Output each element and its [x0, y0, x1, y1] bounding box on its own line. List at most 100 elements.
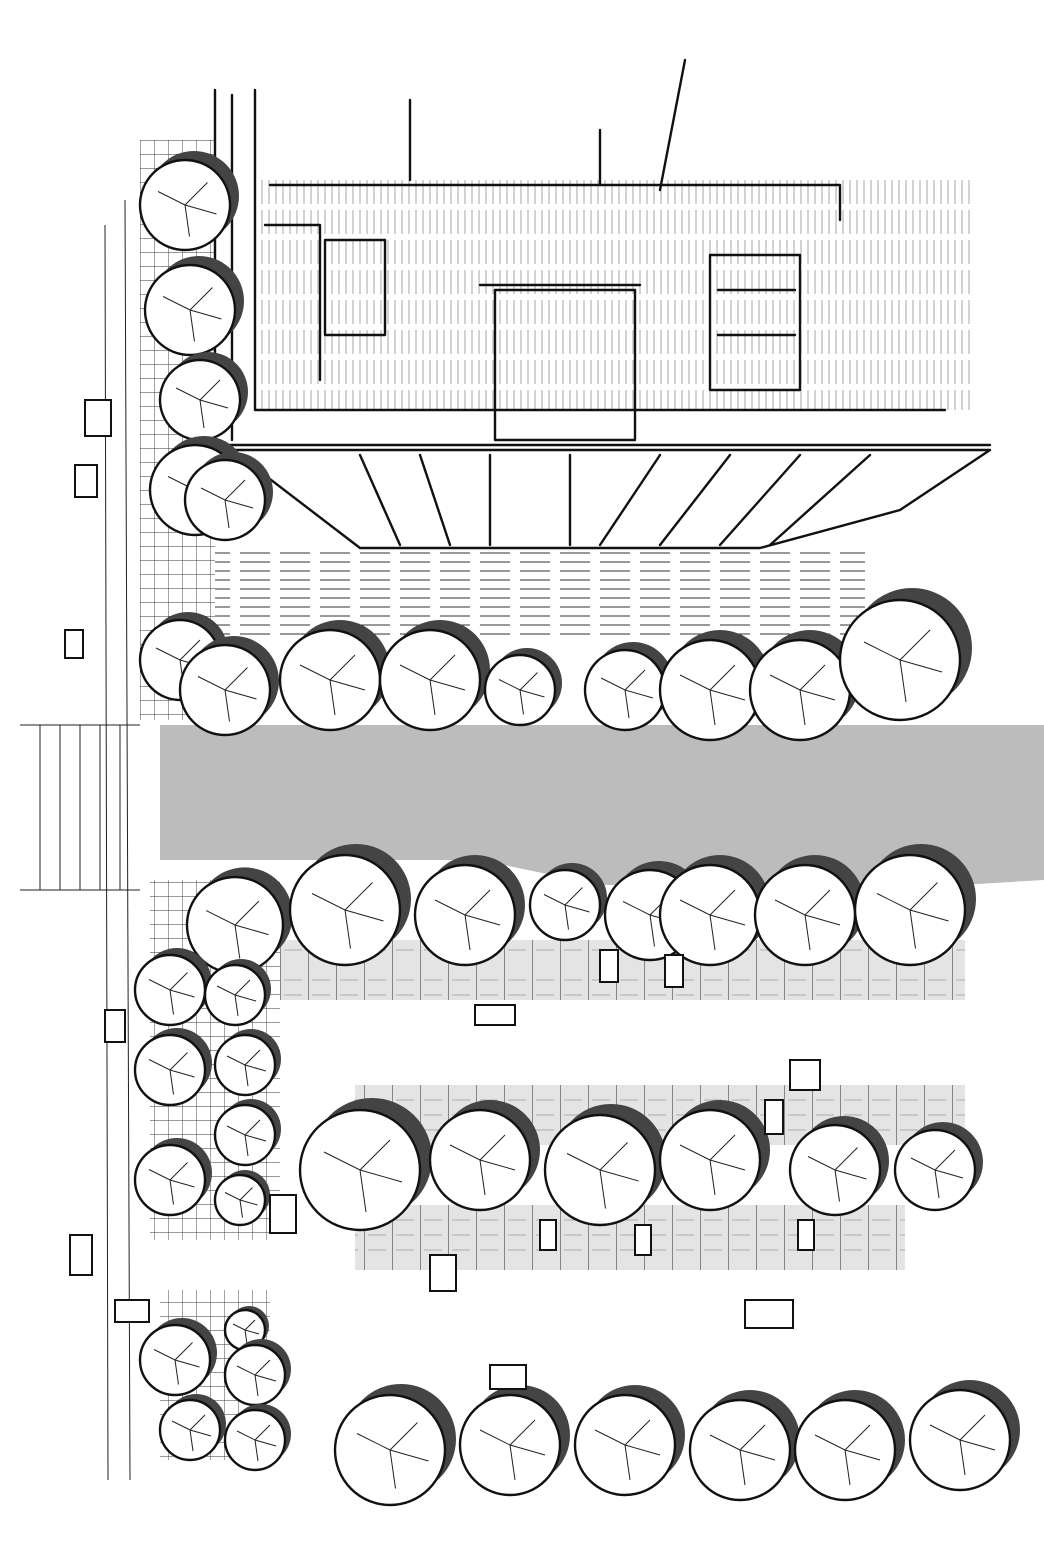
- tree-canopy: [838, 588, 972, 722]
- tree-branches: [232, 1319, 260, 1345]
- tree-branches: [236, 1424, 277, 1462]
- street-edge: [104, 199, 131, 1481]
- tree-branches: [226, 1049, 267, 1087]
- parked-car: [797, 1219, 815, 1251]
- tree-branches: [709, 1424, 776, 1486]
- tree-canopy: [178, 636, 279, 737]
- parked-car: [69, 1234, 93, 1276]
- tree-branches: [449, 1134, 516, 1196]
- parked-car: [539, 1219, 557, 1251]
- parked-car: [114, 1299, 150, 1323]
- tree-canopy: [483, 648, 562, 727]
- pergola-canopy: [230, 448, 992, 550]
- tree-branches: [434, 889, 501, 951]
- tree-canopy: [793, 1390, 905, 1502]
- tree-canopy: [458, 1385, 570, 1497]
- parked-car: [599, 949, 619, 983]
- tree-canopy: [223, 1404, 291, 1472]
- tree-branches: [323, 1139, 403, 1213]
- tree-branches: [197, 667, 257, 722]
- tree-branches: [863, 629, 943, 703]
- tree-canopy: [133, 948, 212, 1027]
- tree-canopy: [658, 855, 770, 967]
- tree-branches: [399, 654, 466, 716]
- tree-canopy: [908, 1380, 1020, 1492]
- cars: [64, 399, 821, 1390]
- tree-canopy: [138, 1318, 217, 1397]
- tree-canopy: [138, 151, 239, 252]
- tree-branches: [148, 1162, 195, 1205]
- parked-car: [74, 464, 98, 498]
- tree-branches: [205, 900, 269, 959]
- tree-canopy: [378, 620, 490, 732]
- tree-branches: [679, 664, 746, 726]
- tree-branches: [929, 1414, 996, 1476]
- tree-branches: [769, 664, 836, 726]
- tree-branches: [814, 1424, 881, 1486]
- tree-branches: [876, 882, 949, 949]
- parked-car: [64, 629, 84, 659]
- parked-car: [269, 1194, 297, 1234]
- tree-branches: [543, 887, 590, 930]
- parked-car: [104, 1009, 126, 1043]
- tree-canopy: [658, 630, 770, 742]
- tree-branches: [600, 669, 654, 719]
- parked-car: [489, 1364, 527, 1390]
- tree-canopy: [143, 256, 244, 357]
- tree-canopy: [203, 959, 271, 1027]
- tree-branches: [153, 1342, 200, 1385]
- tree-canopy: [428, 1100, 540, 1212]
- tree-canopy: [213, 1029, 281, 1097]
- tree-branches: [216, 979, 257, 1017]
- tree-branches: [498, 672, 545, 715]
- parked-car: [664, 954, 684, 988]
- tree-canopy: [788, 1116, 889, 1217]
- tree-canopy: [413, 855, 525, 967]
- tree-canopy: [333, 1384, 456, 1507]
- trees: [133, 151, 1020, 1507]
- tree-canopy: [185, 867, 293, 975]
- parked-car: [764, 1099, 784, 1135]
- tree-branches: [679, 889, 746, 951]
- tree-canopy: [753, 855, 865, 967]
- plaza-paving: [215, 550, 865, 635]
- parked-car: [744, 1299, 794, 1329]
- tree-canopy: [893, 1122, 983, 1212]
- tree-branches: [479, 1419, 546, 1481]
- tree-branches: [679, 1134, 746, 1196]
- tree-canopy: [288, 844, 411, 967]
- tree-canopy: [213, 1099, 281, 1167]
- tree-canopy: [183, 452, 273, 542]
- tree-canopy: [658, 1100, 770, 1212]
- tree-branches: [162, 287, 222, 342]
- tree-branches: [171, 1414, 212, 1452]
- tree-branches: [807, 1147, 867, 1202]
- tree-canopy: [298, 1098, 432, 1232]
- parked-car: [429, 1254, 457, 1292]
- crosswalk: [20, 724, 140, 891]
- tree-branches: [200, 479, 254, 529]
- tree-branches: [566, 1142, 639, 1209]
- tree-branches: [226, 1119, 267, 1157]
- water-channel: [160, 725, 1044, 885]
- building: [213, 58, 992, 447]
- tree-canopy: [583, 642, 673, 732]
- tree-branches: [299, 654, 366, 716]
- tree-canopy: [573, 1385, 685, 1497]
- parked-car: [84, 399, 112, 437]
- tree-canopy: [278, 620, 390, 732]
- parked-car: [634, 1224, 652, 1256]
- tree-canopy: [853, 844, 976, 967]
- tree-canopy: [133, 1138, 212, 1217]
- parked-car: [474, 1004, 516, 1026]
- tree-canopy: [158, 1394, 226, 1462]
- tree-canopy: [528, 863, 607, 942]
- tree-branches: [148, 1052, 195, 1095]
- tree-canopy: [688, 1390, 800, 1502]
- tree-canopy: [158, 352, 248, 442]
- tree-branches: [910, 1149, 964, 1199]
- tree-canopy: [543, 1104, 666, 1227]
- tree-branches: [311, 882, 384, 949]
- tree-branches: [594, 1419, 661, 1481]
- tree-canopy: [213, 1170, 270, 1227]
